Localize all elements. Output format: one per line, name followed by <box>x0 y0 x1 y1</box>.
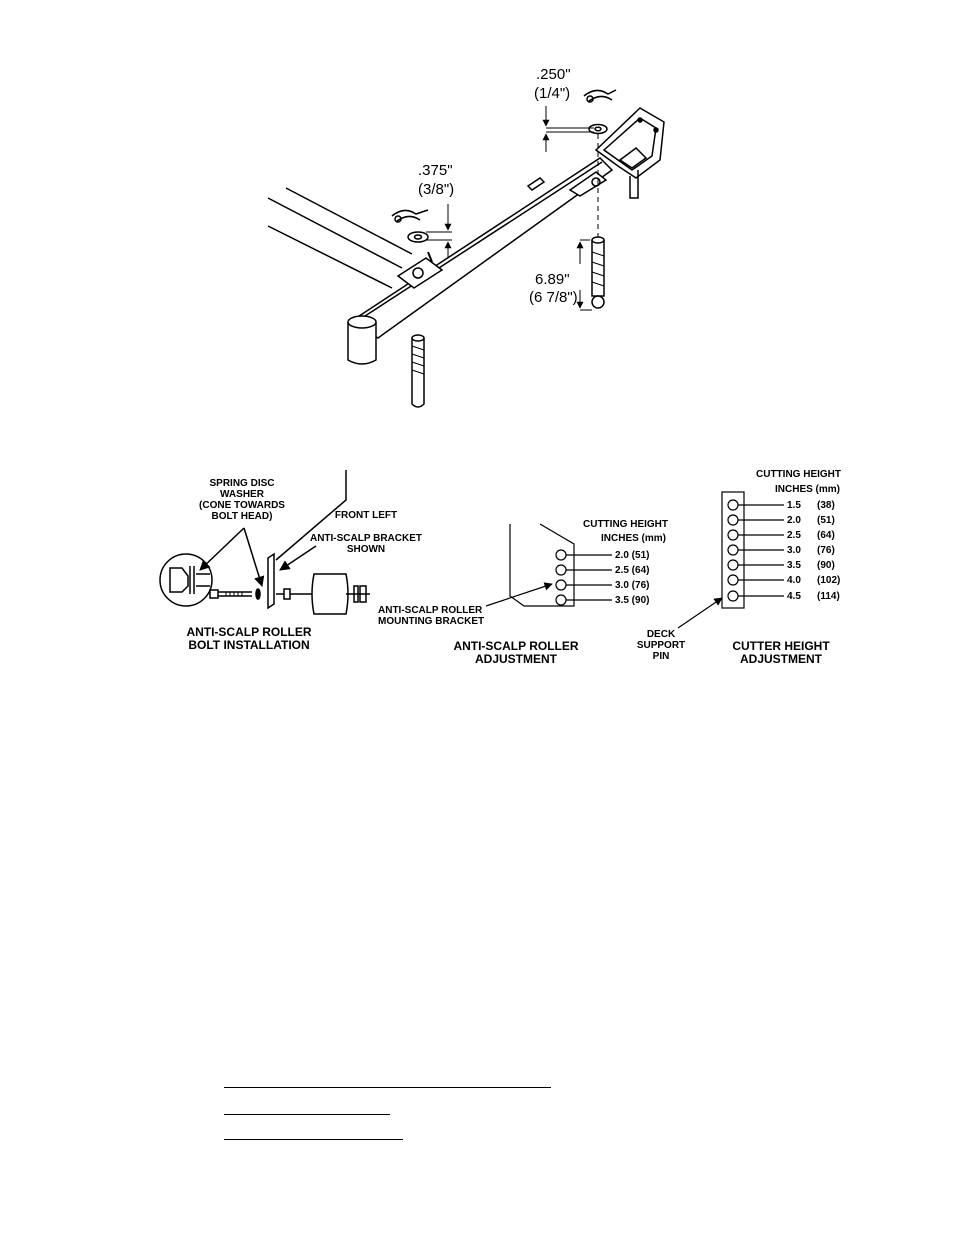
roller-height-row: 2.5 (64) <box>615 565 649 576</box>
cutter-height-title-line1: CUTTER HEIGHT <box>732 639 830 653</box>
roller-adjustment-title-line2: ADJUSTMENT <box>475 652 558 666</box>
cutter-height-title-line2: ADJUSTMENT <box>740 652 823 666</box>
dim-689-fraction-label: (6 7/8") <box>529 289 578 306</box>
dim-375-label: .375" <box>418 162 453 179</box>
spring-disc-label-line3: (CONE TOWARDS <box>199 500 285 511</box>
cutter-height-inches: 4.5 <box>787 591 801 602</box>
roller-height-row: 3.0 (76) <box>615 580 649 591</box>
roller-adjustment-title-line1: ANTI-SCALP ROLLER <box>453 639 578 653</box>
deck-frame-assembly <box>267 89 665 408</box>
cutter-header-line2: INCHES (mm) <box>775 484 840 495</box>
mounting-bracket-label-line2: MOUNTING BRACKET <box>378 616 484 627</box>
cutter-height-mm: (64) <box>817 530 835 541</box>
cutter-height-mm: (76) <box>817 545 835 556</box>
deck-support-pin-label-line1: DECK <box>647 629 676 640</box>
cutter-height-mm: (102) <box>817 575 840 586</box>
front-left-label-line1: FRONT LEFT <box>335 510 397 521</box>
cutter-header-line1: CUTTING HEIGHT <box>756 469 841 480</box>
cutter-height-mm: (38) <box>817 500 835 511</box>
deck-support-pin-label-line3: PIN <box>653 651 670 662</box>
bolt-installation-drawing <box>159 470 370 615</box>
cutter-height-inches: 3.0 <box>787 545 801 556</box>
dimension-leaders <box>426 106 594 311</box>
cutter-height-inches: 1.5 <box>787 500 801 511</box>
bolt-installation-title-line1: ANTI-SCALP ROLLER <box>186 625 311 639</box>
cutter-height-mm: (114) <box>817 591 840 602</box>
cutter-height-inches: 3.5 <box>787 560 801 571</box>
cutter-height-bracket <box>677 491 784 629</box>
roller-header-line2: INCHES (mm) <box>601 533 666 544</box>
spring-disc-label-line1: SPRING DISC <box>209 478 274 489</box>
bolt-installation-title-line2: BOLT INSTALLATION <box>188 638 309 652</box>
roller-header-line1: CUTTING HEIGHT <box>583 519 668 530</box>
dim-375-fraction-label: (3/8") <box>418 181 454 198</box>
cutter-height-mm: (90) <box>817 560 835 571</box>
roller-adjustment-bracket <box>485 523 612 607</box>
blank-rule <box>224 1114 390 1115</box>
spring-disc-label-line2: WASHER <box>220 489 265 500</box>
cutter-height-mm: (51) <box>817 515 835 526</box>
dim-250-label: .250" <box>536 66 571 83</box>
mounting-bracket-label-line1: ANTI-SCALP ROLLER <box>378 605 483 616</box>
roller-height-row: 3.5 (90) <box>615 595 649 606</box>
cutter-height-inches: 2.0 <box>787 515 801 526</box>
cutter-height-inches: 2.5 <box>787 530 801 541</box>
front-left-label-line3: SHOWN <box>347 544 385 555</box>
blank-rule <box>224 1087 551 1088</box>
spring-disc-label-line4: BOLT HEAD) <box>212 511 273 522</box>
front-left-label-line2: ANTI-SCALP BRACKET <box>310 533 422 544</box>
dim-689-label: 6.89" <box>535 271 570 288</box>
cutter-height-inches: 4.0 <box>787 575 801 586</box>
deck-support-pin-label-line2: SUPPORT <box>637 640 685 651</box>
blank-rule <box>224 1139 403 1140</box>
roller-height-row: 2.0 (51) <box>615 550 649 561</box>
dim-250-fraction-label: (1/4") <box>534 85 570 102</box>
